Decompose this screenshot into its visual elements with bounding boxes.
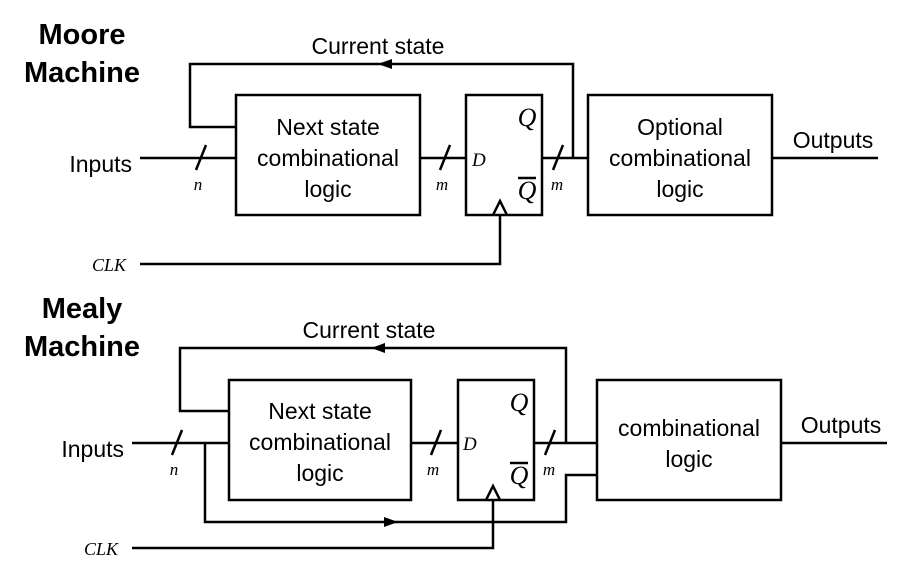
mealy-clock-label: CLK xyxy=(84,539,119,559)
mealy-flipflop xyxy=(456,378,536,502)
moore-title-line1: Moore xyxy=(39,19,126,51)
moore-output-logic-text-3: logic xyxy=(656,176,703,202)
mealy-input-bus-width: n xyxy=(170,460,179,479)
mealy-machine: Mealy Machine Current state Inputs n Nex… xyxy=(24,293,887,559)
mealy-output-logic-text-2: logic xyxy=(665,446,712,472)
moore-output-bus-slash xyxy=(551,144,565,171)
moore-input-bus-slash xyxy=(194,144,208,171)
mealy-feedback-arrow xyxy=(371,343,385,353)
mealy-ff-qbar-label: Q xyxy=(510,461,529,490)
moore-ff-qbar-label: Q xyxy=(518,176,537,205)
moore-output-logic-text-1: Optional xyxy=(637,114,723,140)
mealy-title-line1: Mealy xyxy=(42,293,123,325)
moore-next-state-block xyxy=(234,93,422,217)
mealy-next-state-text-3: logic xyxy=(296,460,343,486)
mealy-next-state-block xyxy=(227,378,413,502)
mealy-ff-clock-triangle xyxy=(484,483,502,501)
moore-output-logic-text-2: combinational xyxy=(609,145,751,171)
moore-flipflop xyxy=(464,93,544,217)
moore-next-state-text-2: combinational xyxy=(257,145,399,171)
moore-title-line2: Machine xyxy=(24,57,140,89)
moore-inputs-label: Inputs xyxy=(69,151,132,177)
moore-clock-wire xyxy=(140,215,502,266)
mealy-outputs-label: Outputs xyxy=(801,412,882,438)
moore-next-state-text-1: Next state xyxy=(276,114,380,140)
mealy-output-bus-slash xyxy=(543,429,557,456)
moore-feedback-label: Current state xyxy=(312,33,445,59)
mealy-state-bus-slash xyxy=(429,429,443,456)
mealy-output-bus-width: m xyxy=(543,460,555,479)
mealy-feedback-label: Current state xyxy=(303,317,436,343)
mealy-feedback-wire xyxy=(178,346,568,443)
moore-outputs-label: Outputs xyxy=(793,127,874,153)
moore-ff-clock-triangle xyxy=(491,198,509,216)
moore-feedback-arrow xyxy=(378,59,392,69)
moore-output-logic-block xyxy=(586,93,774,217)
moore-output-bus-width: m xyxy=(551,175,563,194)
mealy-clock-wire xyxy=(132,500,495,550)
mealy-output-logic-text-1: combinational xyxy=(618,415,760,441)
moore-feedback-wire xyxy=(188,62,575,158)
moore-machine: Moore Machine Current state Inputs n Nex… xyxy=(24,19,878,275)
mealy-title-line2: Machine xyxy=(24,331,140,363)
mealy-input-branch-arrow xyxy=(384,517,398,527)
mealy-inputs-label: Inputs xyxy=(61,436,124,462)
moore-clock-label: CLK xyxy=(92,255,127,275)
moore-next-state-text-3: logic xyxy=(304,176,351,202)
mealy-next-state-text-2: combinational xyxy=(249,429,391,455)
moore-input-bus-width: n xyxy=(194,175,203,194)
mealy-ff-q-label: Q xyxy=(510,388,529,417)
moore-ff-q-label: Q xyxy=(518,103,537,132)
moore-ff-d-label: D xyxy=(471,150,486,171)
mealy-input-branch-wire xyxy=(203,443,597,524)
moore-state-bus-slash xyxy=(438,144,452,171)
mealy-input-bus-slash xyxy=(170,429,184,456)
mealy-state-bus-width: m xyxy=(427,460,439,479)
mealy-output-logic-block xyxy=(595,378,783,502)
mealy-ff-d-label: D xyxy=(462,434,477,455)
mealy-next-state-text-1: Next state xyxy=(268,398,372,424)
moore-state-bus-width: m xyxy=(436,175,448,194)
